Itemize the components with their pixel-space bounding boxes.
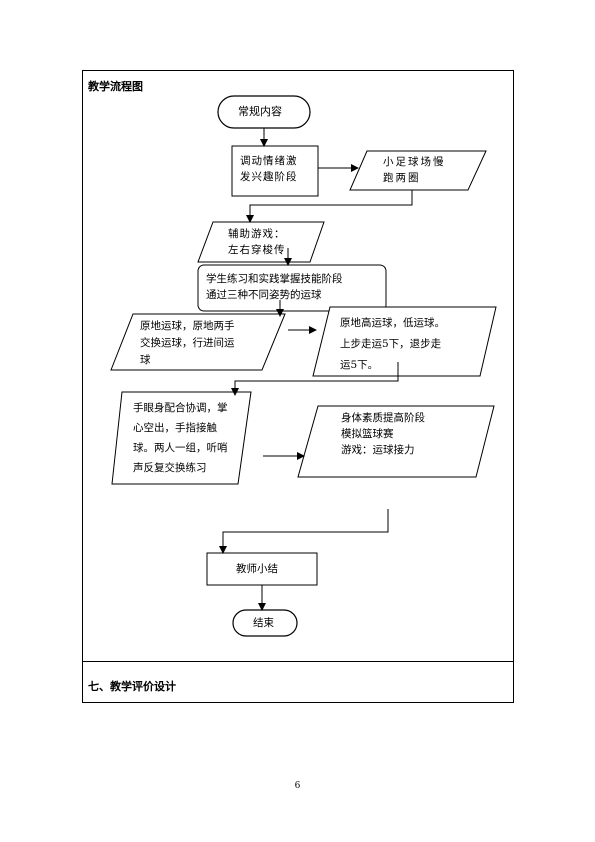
- section-divider: [82, 661, 514, 662]
- stage3-label: 身体素质提高阶段 模拟篮球赛 游戏：运球接力: [341, 410, 471, 458]
- stage2-label-line: 通过三种不同姿势的运球: [206, 289, 322, 301]
- drill-left-data-box: [110, 313, 286, 371]
- game1-label: 辅助游戏： 左右穿梭传: [228, 226, 318, 258]
- table-frame: [82, 70, 514, 703]
- connector-stage3-to-summary: [219, 509, 389, 554]
- stage2-label: 学生练习和实践掌握技能阶段 通过三种不同姿势的运球: [206, 271, 382, 303]
- game1-label-line: 辅助游戏：: [228, 228, 286, 240]
- drill-right-label: 原地高运球，低运球。 上步走运5下，退步走 运5下。: [340, 313, 480, 376]
- connector-drills-to-coordination: [231, 362, 399, 396]
- drill-right-label-line: 上步走运5下，退步走: [340, 338, 442, 350]
- coordination-label: 手眼身配合协调，掌 心空出，手指接触 球。两人一组，听哨 声反复交换练习: [133, 398, 245, 478]
- page-number: 6: [294, 781, 301, 791]
- stage2-process-box: [197, 264, 387, 312]
- warmup-label: 小足球场慢 跑两圈: [383, 154, 473, 186]
- connector-warmup-to-game1: [246, 190, 413, 223]
- section-title: 教学流程图: [88, 80, 143, 93]
- stage2-label-line: 学生练习和实践掌握技能阶段: [206, 273, 343, 285]
- coordination-label-line: 心空出，手指接触: [133, 422, 217, 434]
- stage1-label-line: 发兴趣阶段: [240, 171, 298, 183]
- coordination-data-box: [111, 391, 252, 485]
- start-label: 常规内容: [238, 105, 282, 118]
- drill-left-label-line: 球: [140, 354, 151, 366]
- warmup-data-box: [349, 150, 487, 191]
- stage3-label-line: 游戏：运球接力: [341, 444, 415, 456]
- summary-label: 教师小结: [236, 563, 278, 575]
- next-section-title: 七、教学评价设计: [88, 680, 176, 693]
- stage3-label-line: 身体素质提高阶段: [341, 412, 425, 424]
- drill-left-label: 原地运球，原地两手 交换运球，行进间运 球: [140, 318, 260, 369]
- drill-left-label-line: 交换运球，行进间运: [140, 337, 235, 349]
- stage1-label-line: 调动情绪激: [240, 155, 298, 167]
- coordination-label-line: 手眼身配合协调，掌: [133, 402, 228, 414]
- game1-data-box: [197, 221, 325, 263]
- coordination-label-line: 声反复交换练习: [133, 462, 207, 474]
- stage3-label-line: 模拟篮球赛: [341, 428, 394, 440]
- stage1-process-box: [231, 145, 319, 197]
- warmup-label-line: 小足球场慢: [383, 156, 446, 168]
- coordination-label-line: 球。两人一组，听哨: [133, 442, 228, 454]
- end-label: 结束: [253, 617, 274, 629]
- drill-right-label-line: 运5下。: [340, 359, 379, 371]
- drill-right-label-line: 原地高运球，低运球。: [340, 317, 445, 329]
- stage1-label: 调动情绪激 发兴趣阶段: [240, 153, 314, 185]
- drill-left-label-line: 原地运球，原地两手: [140, 320, 235, 332]
- game1-label-line: 左右穿梭传: [228, 244, 286, 256]
- drill-right-data-box: [312, 306, 497, 377]
- warmup-label-line: 跑两圈: [383, 172, 421, 184]
- summary-process-box: [206, 552, 318, 586]
